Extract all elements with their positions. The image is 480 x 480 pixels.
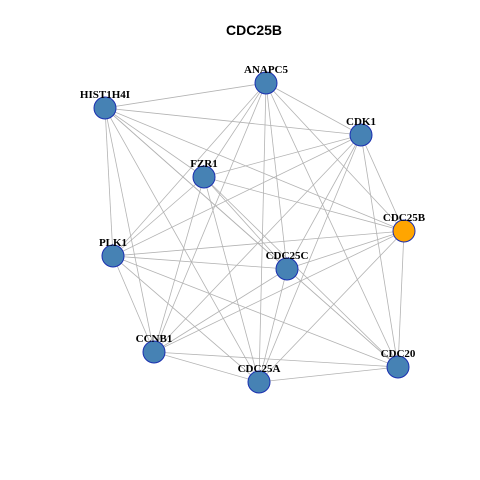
edge-anapc5-cdk1 (265, 82, 362, 136)
edge-hist1h4i-cdc25b (104, 107, 405, 232)
node-label-cdc25b: CDC25B (383, 212, 426, 224)
edge-anapc5-plk1 (112, 82, 267, 257)
node-fzr1[interactable] (192, 165, 216, 189)
edge-fzr1-cdc20 (203, 176, 399, 368)
node-label-fzr1: FZR1 (190, 158, 218, 170)
node-cdc25a[interactable] (247, 370, 271, 394)
edge-plk1-cdc25a (112, 255, 260, 383)
edge-cdk1-cdc25a (258, 134, 362, 383)
graph-title: CDC25B (226, 22, 282, 38)
edge-cdc25b-ccnb1 (153, 230, 405, 353)
edge-hist1h4i-fzr1 (104, 107, 205, 178)
edge-cdk1-cdc20 (360, 134, 399, 368)
edge-fzr1-ccnb1 (153, 176, 205, 353)
node-label-cdc25a: CDC25A (238, 363, 281, 375)
edge-cdc25b-cdc25a (258, 230, 405, 383)
edge-ccnb1-cdc20 (153, 351, 399, 368)
edge-hist1h4i-plk1 (104, 107, 114, 257)
node-anapc5[interactable] (254, 71, 278, 95)
edge-ccnb1-cdc25a (153, 351, 260, 383)
edge-cdc25b-cdc20 (397, 230, 405, 368)
edge-hist1h4i-ccnb1 (104, 107, 155, 353)
node-label-cdc20: CDC20 (381, 348, 416, 360)
edge-cdk1-cdc25c (286, 134, 362, 270)
edge-cdc20-cdc25a (258, 366, 399, 383)
node-label-cdc25c: CDC25C (266, 250, 309, 262)
node-cdc25b[interactable] (392, 219, 416, 243)
edge-cdc25b-cdc25c (286, 230, 405, 270)
edge-cdc25c-cdc25a (258, 268, 288, 383)
node-ccnb1[interactable] (142, 340, 166, 364)
edge-anapc5-hist1h4i (104, 82, 267, 109)
edge-cdk1-fzr1 (203, 134, 362, 178)
edge-hist1h4i-cdk1 (104, 107, 362, 136)
node-cdk1[interactable] (349, 123, 373, 147)
edge-plk1-cdc25c (112, 255, 288, 270)
edge-anapc5-cdc20 (265, 82, 399, 368)
edges-layer (104, 82, 405, 383)
node-label-cdk1: CDK1 (346, 116, 376, 128)
node-label-hist1h4i: HIST1H4I (80, 89, 130, 101)
edge-fzr1-cdc25c (203, 176, 288, 270)
edge-fzr1-plk1 (112, 176, 205, 257)
node-hist1h4i[interactable] (93, 96, 117, 120)
edge-cdk1-plk1 (112, 134, 362, 257)
edge-plk1-ccnb1 (112, 255, 155, 353)
edge-cdc25c-ccnb1 (153, 268, 288, 353)
edge-anapc5-cdc25b (265, 82, 405, 232)
edge-anapc5-fzr1 (203, 82, 267, 178)
edge-plk1-cdc20 (112, 255, 399, 368)
node-label-ccnb1: CCNB1 (136, 333, 173, 345)
edge-fzr1-cdc25b (203, 176, 405, 232)
node-label-plk1: PLK1 (99, 237, 127, 249)
node-plk1[interactable] (101, 244, 125, 268)
nodes-layer (93, 71, 416, 394)
node-cdc20[interactable] (386, 355, 410, 379)
edge-fzr1-cdc25a (203, 176, 260, 383)
node-cdc25c[interactable] (275, 257, 299, 281)
edge-cdc25b-plk1 (112, 230, 405, 257)
node-label-anapc5: ANAPC5 (244, 64, 288, 76)
edge-cdc25c-cdc20 (286, 268, 399, 368)
edge-cdk1-cdc25b (360, 134, 405, 232)
edge-anapc5-cdc25a (258, 82, 267, 383)
edge-hist1h4i-cdc25a (104, 107, 260, 383)
